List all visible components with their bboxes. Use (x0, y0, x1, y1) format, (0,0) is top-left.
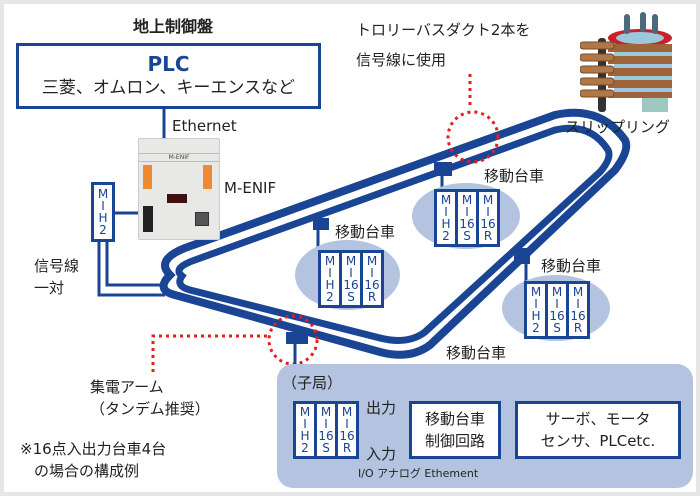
footnote: ※16点入出力台車4台 の場合の構成例 (20, 440, 167, 480)
collector-leader (151, 334, 270, 372)
menif-device-text: M-ENIF (139, 153, 219, 162)
terminal-block-left (143, 165, 152, 189)
terminal-block-right (203, 165, 212, 189)
input-label: 入力 (366, 445, 397, 463)
cart-label: 移動台車 (484, 167, 545, 185)
led-display (167, 194, 187, 203)
collector-note: 集電アーム （タンデム推奨） (90, 378, 210, 418)
master-module: M I H 2 (91, 182, 115, 242)
menif-device: M-ENIF (138, 138, 220, 240)
ethernet-label: Ethernet (172, 117, 237, 135)
track-inner (175, 124, 613, 344)
trolley-highlight (446, 110, 500, 164)
plc-name: PLC (147, 52, 190, 76)
trolley-note: トロリーバスダクト2本を 信号線に使用 (356, 21, 531, 69)
devices-box: サーボ、モータ センサ、PLCetc. (515, 401, 681, 459)
menif-label: M-ENIF (224, 179, 277, 197)
signal-line-outer (97, 242, 165, 297)
slip-ring-image (580, 8, 680, 112)
collector-arm (434, 162, 452, 176)
io-note: I/O アナログ Ethement (358, 467, 479, 480)
cart-label: 移動台車 (335, 223, 396, 241)
plc-box: PLC 三菱、オムロン、キーエンスなど (16, 43, 321, 109)
cart-label: 移動台車 (446, 344, 507, 362)
collector-arm (313, 218, 329, 230)
signal-pair-label: 信号線 一対 (34, 257, 80, 297)
collector-arm (286, 332, 308, 344)
child-station-title: （子局） (282, 374, 343, 392)
signal-line-inner (105, 242, 165, 287)
module-cell-mih2: M I H 2 (94, 185, 112, 239)
ethernet-port (195, 212, 209, 226)
slipring-label: スリップリング (565, 118, 671, 136)
control-circuit-box: 移動台車 制御回路 (409, 401, 501, 459)
power-connector (143, 206, 153, 232)
track-outer (159, 108, 631, 359)
output-label: 出力 (366, 399, 397, 417)
ground-panel-title: 地上制御盤 (133, 17, 214, 36)
plc-vendors: 三菱、オムロン、キーエンスなど (41, 78, 296, 98)
cart-label: 移動台車 (541, 257, 602, 275)
slip-ring-icon (580, 12, 672, 112)
collector-arm (514, 248, 530, 264)
